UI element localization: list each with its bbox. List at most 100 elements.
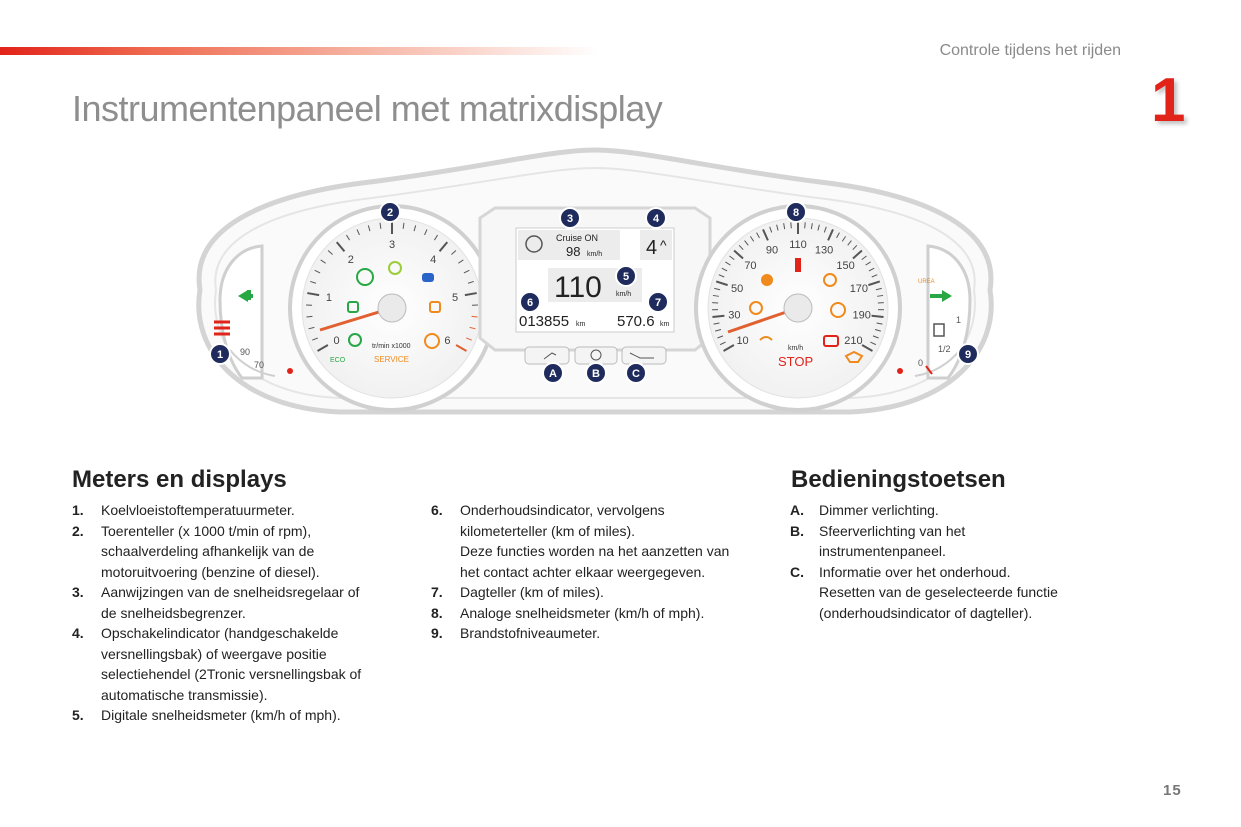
list-item: 8. Analoge snelheidsmeter (km/h of mph). bbox=[431, 603, 781, 624]
callout-marker-label: A bbox=[549, 368, 557, 380]
seatbelt-icon bbox=[795, 258, 801, 272]
gauge-tick bbox=[467, 280, 474, 284]
gauge-tick bbox=[718, 274, 725, 278]
item-text-line: Analoge snelheidsmeter (km/h of mph). bbox=[460, 604, 705, 621]
item-number: 8. bbox=[431, 604, 443, 621]
gauge-tick-label: 3 bbox=[389, 239, 395, 251]
fuel-gauge: UREA 1 1/2 0 bbox=[897, 244, 972, 380]
svg-text:ECO: ECO bbox=[330, 357, 346, 364]
list-item: 7.Dagteller (km of miles). bbox=[431, 582, 781, 603]
svg-text:km/h: km/h bbox=[788, 345, 803, 352]
callout-marker-b bbox=[585, 362, 607, 384]
gauge-tick bbox=[756, 232, 760, 239]
callout-marker-8 bbox=[785, 201, 807, 223]
gauge-tick-label: 170 bbox=[850, 283, 868, 295]
main-beam-icon bbox=[422, 273, 434, 282]
svg-text:km/h: km/h bbox=[587, 251, 602, 258]
gauge-tick bbox=[847, 240, 852, 246]
item-text-line: Deze functies worden na het aanzetten va… bbox=[460, 543, 730, 559]
item-text-line: Onderhoudsindicator, vervolgens bbox=[460, 502, 665, 518]
callout-marker-label: 1 bbox=[217, 349, 223, 361]
callout-marker-label: 3 bbox=[567, 213, 573, 225]
gauge-tick bbox=[875, 287, 882, 291]
gauge-tick bbox=[852, 244, 858, 251]
callout-marker-6 bbox=[519, 291, 541, 313]
gauge-tick bbox=[810, 223, 813, 230]
gauge-tick bbox=[874, 329, 881, 332]
gauge-tick bbox=[865, 261, 871, 266]
gauge-tick-label: 70 bbox=[744, 260, 756, 272]
callout-marker-3 bbox=[559, 207, 581, 229]
svg-text:1: 1 bbox=[956, 315, 961, 325]
gauge-tick bbox=[871, 314, 884, 318]
gauge-tick-label: 90 bbox=[766, 245, 778, 257]
gauge-tick bbox=[308, 326, 315, 330]
eco-icon bbox=[348, 333, 362, 347]
gauge-tick bbox=[729, 255, 735, 261]
brake-icon bbox=[823, 335, 839, 347]
svg-text:STOP: STOP bbox=[778, 354, 813, 369]
svg-text:km: km bbox=[660, 321, 670, 328]
item-text-line: Informatie over het onderhoud. bbox=[819, 563, 1011, 580]
item-number: 2. bbox=[72, 522, 84, 539]
svg-text:0: 0 bbox=[918, 358, 923, 368]
gauge-tick-label: 10 bbox=[736, 335, 748, 347]
callout-marker-2 bbox=[379, 201, 401, 223]
service-button bbox=[621, 346, 667, 365]
svg-text:UREA: UREA bbox=[918, 279, 935, 285]
gauge-tick bbox=[320, 259, 326, 264]
dipped-beam-icon bbox=[347, 301, 359, 313]
item-text-line: Digitale snelheidsmeter (km/h of mph). bbox=[101, 707, 341, 723]
gauge-tick bbox=[463, 269, 470, 274]
controls-heading: Bedieningstoetsen bbox=[791, 466, 1006, 493]
cruise-control-icon bbox=[525, 235, 543, 253]
item-text-line: schaalverdeling afhankelijk van de bbox=[101, 543, 315, 559]
svg-text:110: 110 bbox=[554, 271, 602, 304]
gauge-tick bbox=[872, 335, 879, 339]
gauge-tick bbox=[852, 249, 863, 260]
gauge-tick bbox=[877, 294, 884, 297]
callout-marker-7 bbox=[647, 291, 669, 313]
item-text-line: selectiehendel (2Tronic versnellingsbak … bbox=[101, 666, 362, 682]
svg-text:70: 70 bbox=[254, 360, 264, 370]
callout-marker-5 bbox=[615, 265, 637, 287]
fuel-pump-icon bbox=[933, 323, 945, 337]
gauge-tick bbox=[868, 280, 881, 287]
callout-marker-label: 7 bbox=[655, 297, 661, 309]
gauge-tick bbox=[861, 344, 873, 352]
item-text-line: (onderhoudsindicator of dagteller). bbox=[819, 604, 1033, 621]
passenger-airbag-icon bbox=[749, 301, 763, 315]
list-item: 9. Brandstofniveaumeter. bbox=[431, 623, 781, 644]
gauge-tick bbox=[713, 322, 720, 325]
gauge-tick bbox=[744, 240, 749, 246]
callout-marker-label: 8 bbox=[793, 207, 799, 219]
gauge-tick-label: 210 bbox=[844, 335, 862, 347]
gauge-tick bbox=[424, 229, 428, 236]
section-title: Controle tijdens het rijden bbox=[939, 42, 1121, 59]
svg-text:Cruise ON: Cruise ON bbox=[556, 233, 598, 243]
chapter-number: 1 bbox=[1151, 66, 1186, 135]
callout-marker-label: 6 bbox=[527, 297, 533, 309]
gauge-tick bbox=[471, 315, 478, 318]
svg-text:km/h: km/h bbox=[616, 291, 631, 298]
item-text-line: Resetten van de geselecteerde functie bbox=[819, 584, 1058, 600]
gauge-tick bbox=[715, 329, 722, 332]
svg-text:013855: 013855 bbox=[519, 313, 569, 330]
item-number: 6. bbox=[431, 502, 443, 518]
item-text-line: Brandstofniveaumeter. bbox=[460, 625, 601, 641]
tyre-pressure-icon bbox=[424, 333, 440, 349]
gauge-tick-label: 50 bbox=[731, 283, 743, 295]
callout-marker-label: 9 bbox=[965, 349, 971, 361]
list-item: C.Informatie over het onderhoud.Resetten… bbox=[790, 562, 1120, 624]
item-number: 9. bbox=[431, 625, 443, 641]
item-number: 4. bbox=[72, 625, 84, 641]
gauge-tick bbox=[823, 226, 827, 233]
list-item: 5.Digitale snelheidsmeter (km/h of mph). bbox=[72, 705, 412, 726]
gauge-tick bbox=[433, 234, 438, 241]
